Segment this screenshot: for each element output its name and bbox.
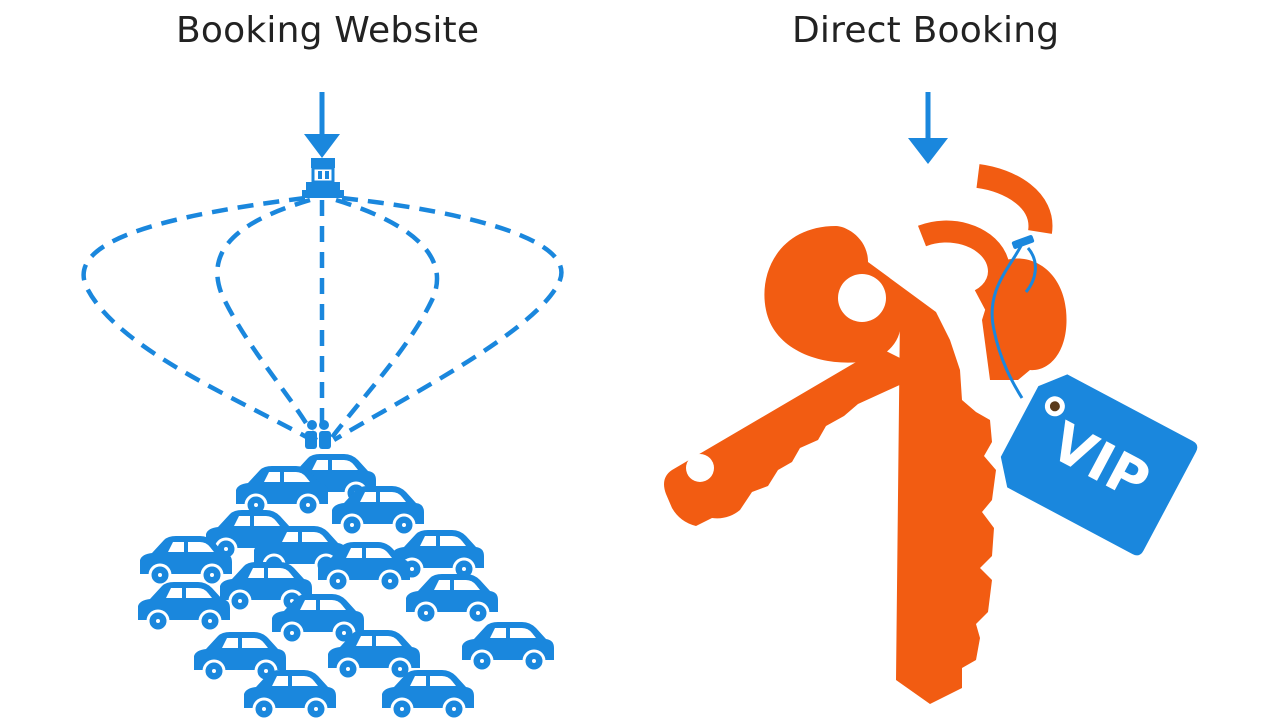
down-arrow-icon-right	[908, 92, 948, 164]
distribution-network-lines	[81, 195, 564, 442]
people-icon	[305, 420, 331, 449]
third-key-icon	[982, 258, 1067, 380]
vip-tag: VIP	[990, 235, 1198, 556]
cars-fleet	[136, 452, 556, 720]
car-icon	[404, 572, 500, 625]
car-icon	[460, 620, 556, 673]
booking-website-heading: Booking Website	[176, 10, 480, 51]
left-key-icon	[664, 348, 928, 526]
main-key-icon	[764, 226, 996, 704]
down-arrow-icon-left	[304, 92, 340, 158]
direct-booking-heading: Direct Booking	[792, 10, 1060, 51]
booking-platform-icon	[302, 158, 344, 198]
car-icon	[136, 580, 232, 633]
